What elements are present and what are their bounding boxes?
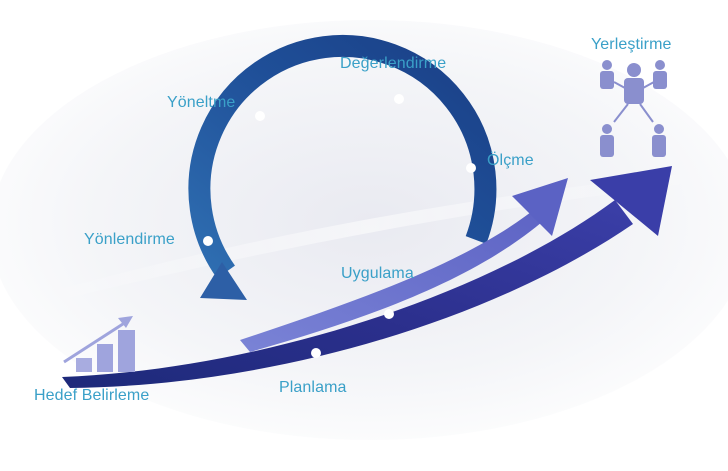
main-arrow-head <box>590 166 672 236</box>
dot-evaluation <box>394 94 404 104</box>
label-goal-setting: Hedef Belirleme <box>34 387 150 404</box>
dot-implementation <box>384 309 394 319</box>
label-placement: Yerleştirme <box>591 36 672 53</box>
label-measurement: Ölçme <box>487 152 534 169</box>
mid-arrow-head <box>512 178 568 236</box>
dot-direction <box>255 111 265 121</box>
mid-arrow-body <box>240 205 550 352</box>
label-implementation: Uygulama <box>341 265 414 282</box>
label-guidance: Yönlendirme <box>84 231 175 248</box>
cycle-arrowhead <box>200 262 247 300</box>
label-direction: Yöneltme <box>167 94 236 111</box>
label-evaluation: Değerlendirme <box>340 55 447 72</box>
people-network-icon <box>600 60 667 157</box>
growth-bar-chart-icon <box>63 316 135 372</box>
dot-planning <box>311 348 321 358</box>
dot-measurement <box>466 163 476 173</box>
dot-guidance <box>203 236 213 246</box>
cycle-arc <box>188 34 497 279</box>
label-planning: Planlama <box>279 379 347 396</box>
